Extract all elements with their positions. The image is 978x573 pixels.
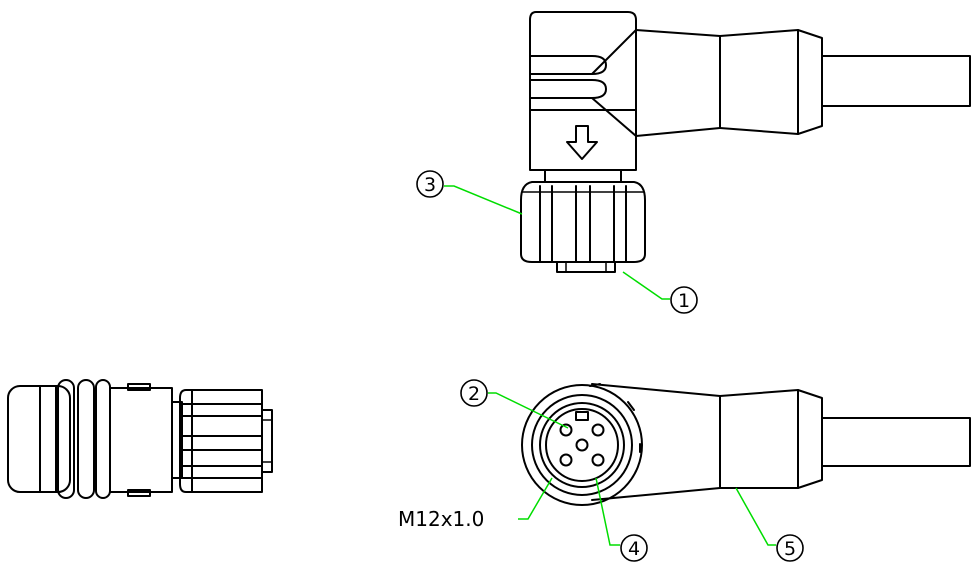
grip-ring [95,379,111,499]
left-side-view [7,379,273,499]
coupling-nut [179,389,263,493]
mid-body [109,387,173,493]
callout-1-number: 1 [678,290,690,312]
callout-5: 5 [776,534,804,562]
leader-2 [488,392,569,429]
coupling-nut [520,181,646,263]
grip-ring [77,379,95,499]
cable [821,417,971,467]
housing-arm [591,383,721,501]
strain-relief [719,389,823,489]
contact-carrier [545,408,619,482]
neck [171,401,183,479]
connector-tip [556,261,616,273]
pin-hole [591,453,605,467]
pin-hole [559,453,573,467]
leader-4 [595,477,620,546]
strain-relief [719,29,823,135]
insertion-direction-arrow-icon [566,125,598,160]
cable [821,55,971,107]
grip-ring-1 [529,55,607,75]
leader-3 [444,185,523,215]
top-side-view [520,11,971,273]
housing-arm [635,29,721,137]
grip-ring [57,379,75,499]
callout-2: 2 [460,379,488,407]
grip-ring-2 [529,79,607,99]
leader-thread [518,477,553,520]
callout-3: 3 [416,170,444,198]
connector-neck [544,169,622,183]
thread-label: M12x1.0 [398,507,484,531]
front-face-view [521,383,971,506]
callout-3-number: 3 [424,174,436,196]
pin-hole [591,423,605,437]
callout-4: 4 [620,534,648,562]
callout-4-number: 4 [628,538,640,560]
callout-5-number: 5 [784,538,796,560]
housing-edge [591,29,637,75]
coding-key [575,411,589,421]
outer-nut-circle [521,384,643,506]
leader-5 [735,487,776,546]
housing-body [529,11,637,171]
inner-ring [539,402,625,488]
thread-circle [531,394,633,496]
tip [261,409,273,473]
housing-edge [591,97,637,137]
leader-1 [622,271,670,300]
callout-2-number: 2 [468,383,480,405]
pin-hole [559,423,573,437]
leader-lines [444,185,776,546]
callout-1: 1 [670,286,698,314]
pin-hole [575,438,589,452]
